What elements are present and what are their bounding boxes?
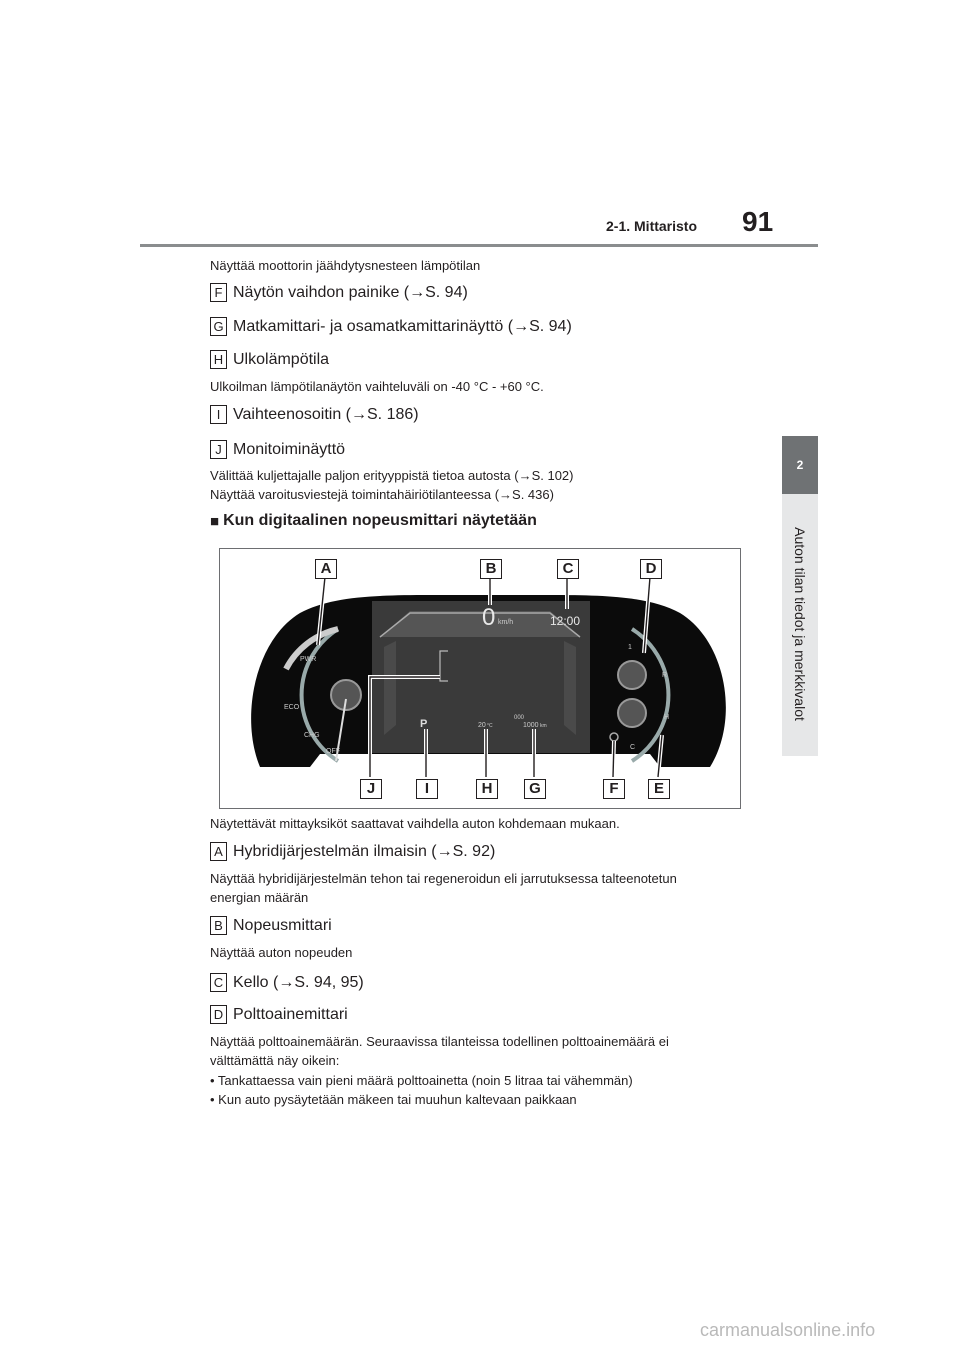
item-letter: B: [210, 916, 227, 935]
arrow-icon: →: [278, 973, 295, 991]
clock-value: 12:00: [550, 614, 580, 628]
item-j: J Monitoiminäyttö: [210, 440, 345, 459]
item-b-desc: Näyttää auton nopeuden: [210, 945, 353, 960]
callout-i: I: [416, 779, 438, 799]
item-c: C Kello ( → S. 94, 95): [210, 973, 364, 992]
hybrid-needle: [335, 698, 347, 762]
item-d-desc-1: Näyttää polttoainemäärän. Seuraavissa ti…: [210, 1034, 669, 1049]
item-a-desc-1: Näyttää hybridijärjestelmän tehon tai re…: [210, 871, 677, 886]
item-letter: J: [210, 440, 227, 459]
item-ref: S. 92): [452, 842, 496, 860]
item-h: H Ulkolämpötila: [210, 350, 329, 369]
section-heading-text: Kun digitaalinen nopeusmittari näytetään: [223, 512, 537, 529]
chapter-tab-bar: [782, 494, 818, 756]
item-label: Matkamittari- ja osamatkamittarinäyttö (: [233, 317, 514, 335]
item-ref: S. 94): [425, 283, 468, 301]
gear-indicator: P: [420, 718, 427, 730]
item-ref: S. 186): [367, 405, 419, 423]
item-label: Kello (: [233, 973, 279, 991]
item-letter: D: [210, 1005, 227, 1024]
item-label: Monitoiminäyttö: [233, 440, 346, 458]
item-letter: A: [210, 842, 227, 861]
temp-c-label: C: [630, 744, 635, 751]
item-label: Nopeusmittari: [233, 916, 332, 934]
item-j-desc-1: Välittää kuljettajalle paljon erityyppis…: [210, 468, 574, 483]
fuel-gauge-knob: [617, 660, 647, 690]
speed-arc: [380, 611, 580, 637]
item-b: B Nopeusmittari: [210, 916, 332, 935]
temp-h-label: H: [664, 714, 669, 721]
eco-label: ECO: [284, 704, 300, 711]
arrow-icon: →: [351, 405, 367, 423]
arrow-icon: →: [513, 317, 530, 335]
callout-h: H: [476, 779, 498, 799]
section-heading: ■ Kun digitaalinen nopeusmittari näytetä…: [210, 512, 537, 530]
cluster-illustration: 0 km/h 12:00 P 20 °C 000 1000 km PWR ECO…: [251, 576, 726, 778]
item-d-desc-2: välttämättä näy oikein:: [210, 1053, 340, 1068]
arrow-icon: →: [436, 842, 453, 860]
item-label: Ulkolämpötila: [233, 350, 330, 368]
callout-f: F: [603, 779, 625, 799]
speed-value: 0: [482, 604, 495, 631]
section-title: 2-1. Mittaristo: [606, 218, 698, 234]
page-number: 91: [742, 206, 774, 237]
item-d-bullet-1: • Tankattaessa vain pieni määrä polttoai…: [210, 1073, 633, 1088]
item-d-bullet-2: • Kun auto pysäytetään mäkeen tai muuhun…: [210, 1092, 577, 1107]
chg-label: CHG: [304, 732, 320, 739]
temp-unit: °C: [487, 723, 493, 729]
item-letter: G: [210, 317, 227, 336]
fuel-r-label: R: [662, 672, 667, 679]
header-divider: [140, 244, 818, 247]
item-letter: F: [210, 283, 227, 302]
item-label: Vaihteenosoitin (: [233, 405, 351, 423]
outside-temp: 20: [478, 722, 486, 729]
item-ref: S. 94, 95): [294, 973, 364, 991]
item-label: Näytön vaihdon painike (: [233, 283, 410, 301]
item-ref: S. 94): [529, 317, 572, 335]
chapter-title: Auton tilan tiedot ja merkkivalot: [792, 527, 808, 721]
callout-j: J: [360, 779, 382, 799]
item-j-desc-2: Näyttää varoitusviestejä toimintahäiriöt…: [210, 487, 554, 502]
item-h-desc: Ulkoilman lämpötilanäytön vaihteluväli o…: [210, 379, 544, 394]
item-g: G Matkamittari- ja osamatkamittarinäyttö…: [210, 317, 572, 336]
footer-watermark: carmanualsonline.info: [700, 1320, 876, 1340]
temp-gauge-knob: [617, 698, 647, 728]
odometer-unit: km: [540, 723, 547, 729]
item-letter: I: [210, 405, 227, 424]
item-a-desc-2: energian määrän: [210, 890, 309, 905]
off-label: OFF: [326, 748, 340, 755]
item-f: F Näytön vaihdon painike ( → S. 94): [210, 283, 468, 302]
callout-d: D: [640, 559, 662, 579]
hybrid-gauge-arc: [299, 627, 340, 763]
pwr-label: PWR: [300, 656, 316, 663]
instrument-cluster-figure: 0 km/h 12:00 P 20 °C 000 1000 km PWR ECO…: [219, 548, 741, 809]
hybrid-gauge-knob: [330, 679, 362, 711]
item-letter: C: [210, 973, 227, 992]
callout-c: C: [557, 559, 579, 579]
callout-b: B: [480, 559, 502, 579]
item-label: Polttoainemittari: [233, 1005, 348, 1023]
callout-e: E: [648, 779, 670, 799]
item-a: A Hybridijärjestelmän ilmaisin ( → S. 92…: [210, 842, 495, 861]
trip-meter: 000: [514, 715, 525, 721]
intro-line: Näyttää moottorin jäähdytysnesteen lämpö…: [210, 258, 481, 273]
callout-a: A: [315, 559, 337, 579]
item-i: I Vaihteenosoitin ( → S. 186): [210, 405, 419, 424]
fuel-temp-gauge-arc: [630, 627, 671, 763]
item-letter: H: [210, 350, 227, 369]
chapter-tab: 2: [782, 436, 818, 494]
figure-caption: Näytettävät mittayksiköt saattavat vaihd…: [210, 816, 620, 831]
speed-unit: km/h: [498, 619, 513, 626]
arrow-icon: →: [409, 283, 426, 301]
square-bullet-icon: ■: [210, 512, 220, 530]
odometer: 1000: [523, 722, 539, 729]
fuel-one-label: 1: [628, 644, 632, 651]
item-d: D Polttoainemittari: [210, 1005, 348, 1024]
callout-g: G: [524, 779, 546, 799]
item-label: Hybridijärjestelmän ilmaisin (: [233, 842, 437, 860]
